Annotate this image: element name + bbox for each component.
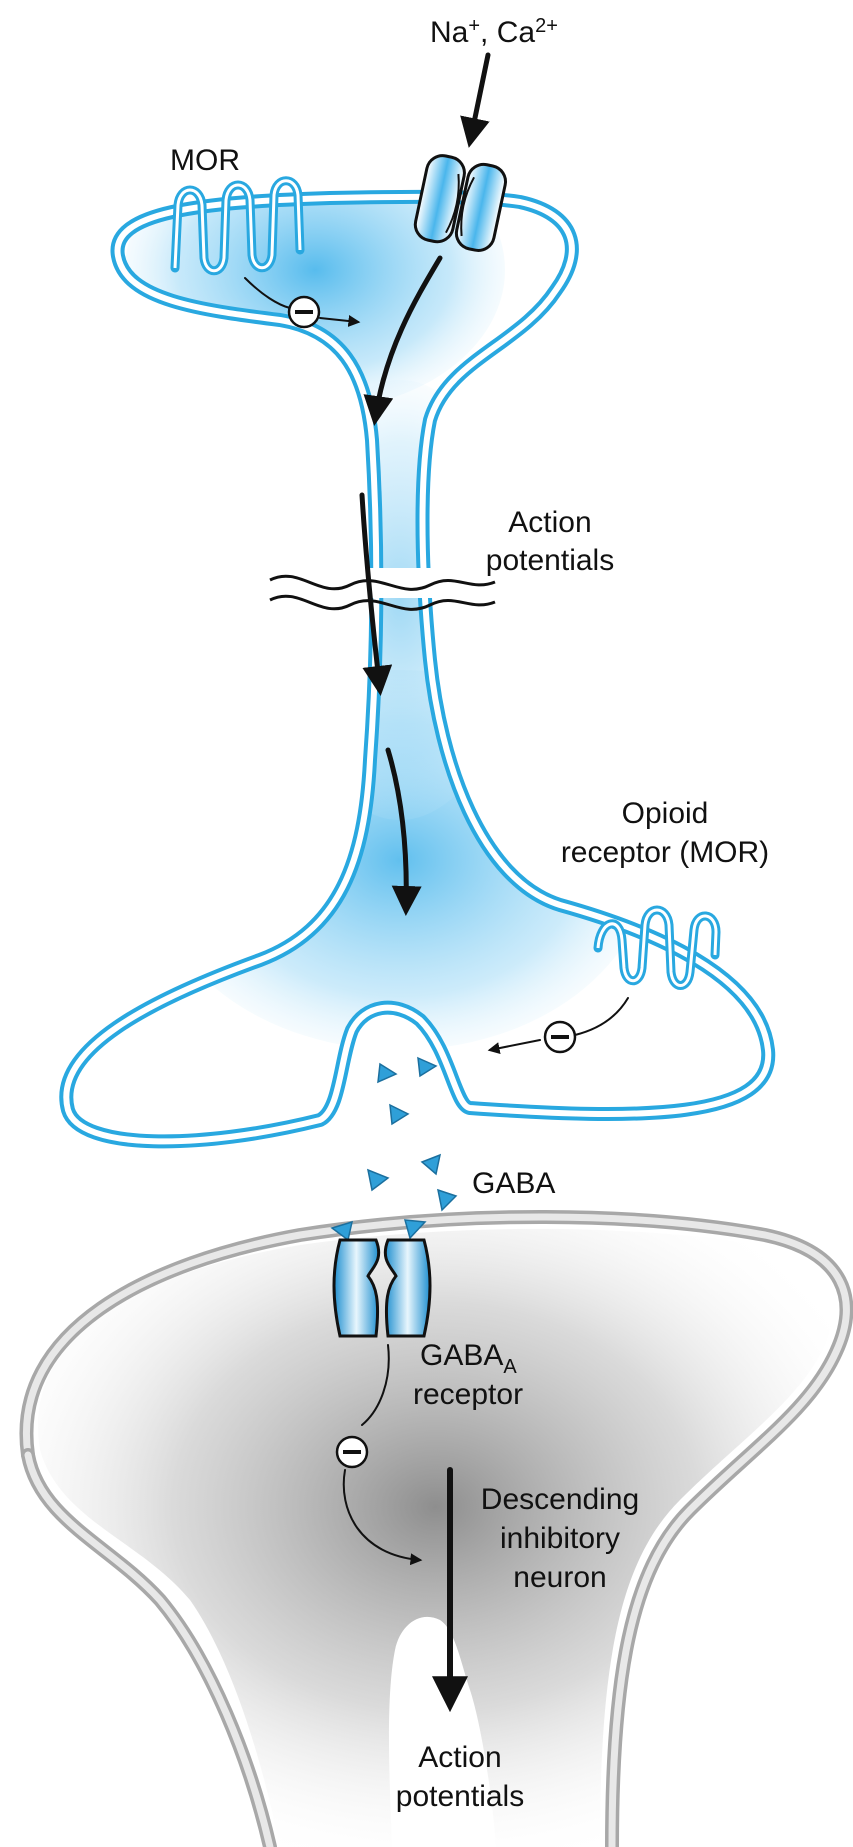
action-potentials-label-top-2: potentials <box>486 544 614 577</box>
opioid-receptor-label-2: receptor (MOR) <box>561 836 769 869</box>
axon-break <box>269 568 496 611</box>
gaba-molecule <box>417 1056 438 1078</box>
minus-circle-icon <box>287 295 321 329</box>
action-potentials-label-bottom-1: Action <box>418 1741 501 1774</box>
postsynaptic-neuron <box>19 1210 853 1847</box>
action-potentials-label-top-1: Action <box>508 506 591 539</box>
gaba-molecule <box>330 1220 354 1242</box>
opioid-receptor-icon <box>593 905 721 990</box>
gaba-molecule <box>437 1188 458 1212</box>
mor-inhibit-arrow-right <box>574 997 629 1036</box>
ion-label: Na+, Ca2+ <box>430 15 558 49</box>
gaba-molecules <box>330 1056 458 1242</box>
signal-arrow-3 <box>385 747 422 916</box>
descending-label-1: Descending <box>481 1483 639 1516</box>
action-potentials-label-bottom-2: potentials <box>396 1780 524 1813</box>
descending-label-3: neuron <box>513 1561 606 1594</box>
gaba-molecule <box>389 1103 410 1126</box>
gaba-molecule <box>420 1153 442 1176</box>
gaba-label: GABA <box>472 1167 555 1200</box>
gaba-a-receptor-label-1: GABAA <box>420 1339 517 1378</box>
gaba-a-receptor-label-2: receptor <box>413 1378 523 1411</box>
gaba-a-channel-icon <box>332 1238 432 1338</box>
gaba-molecule <box>366 1168 390 1192</box>
opioid-receptor-label-1: Opioid <box>622 797 709 830</box>
ion-influx-arrow <box>460 52 491 148</box>
arrows <box>244 52 629 1713</box>
mor-receptor-icon <box>170 176 305 276</box>
signal-arrow-2 <box>359 492 393 696</box>
ion-channel-icon <box>413 154 508 252</box>
minus-circle-icon <box>543 1020 577 1054</box>
gaba-molecule <box>403 1219 427 1240</box>
descending-label-2: inhibitory <box>500 1522 620 1555</box>
signal-arrow-1 <box>363 255 443 426</box>
mor-inhibit-arrow-top <box>244 277 291 309</box>
gaba-inhibit-arrow <box>361 1344 390 1426</box>
gaba-molecule <box>377 1062 398 1084</box>
minus-circle-icon <box>335 1435 369 1469</box>
postsynaptic-fill <box>37 1228 834 1847</box>
mor-label: MOR <box>170 144 240 177</box>
